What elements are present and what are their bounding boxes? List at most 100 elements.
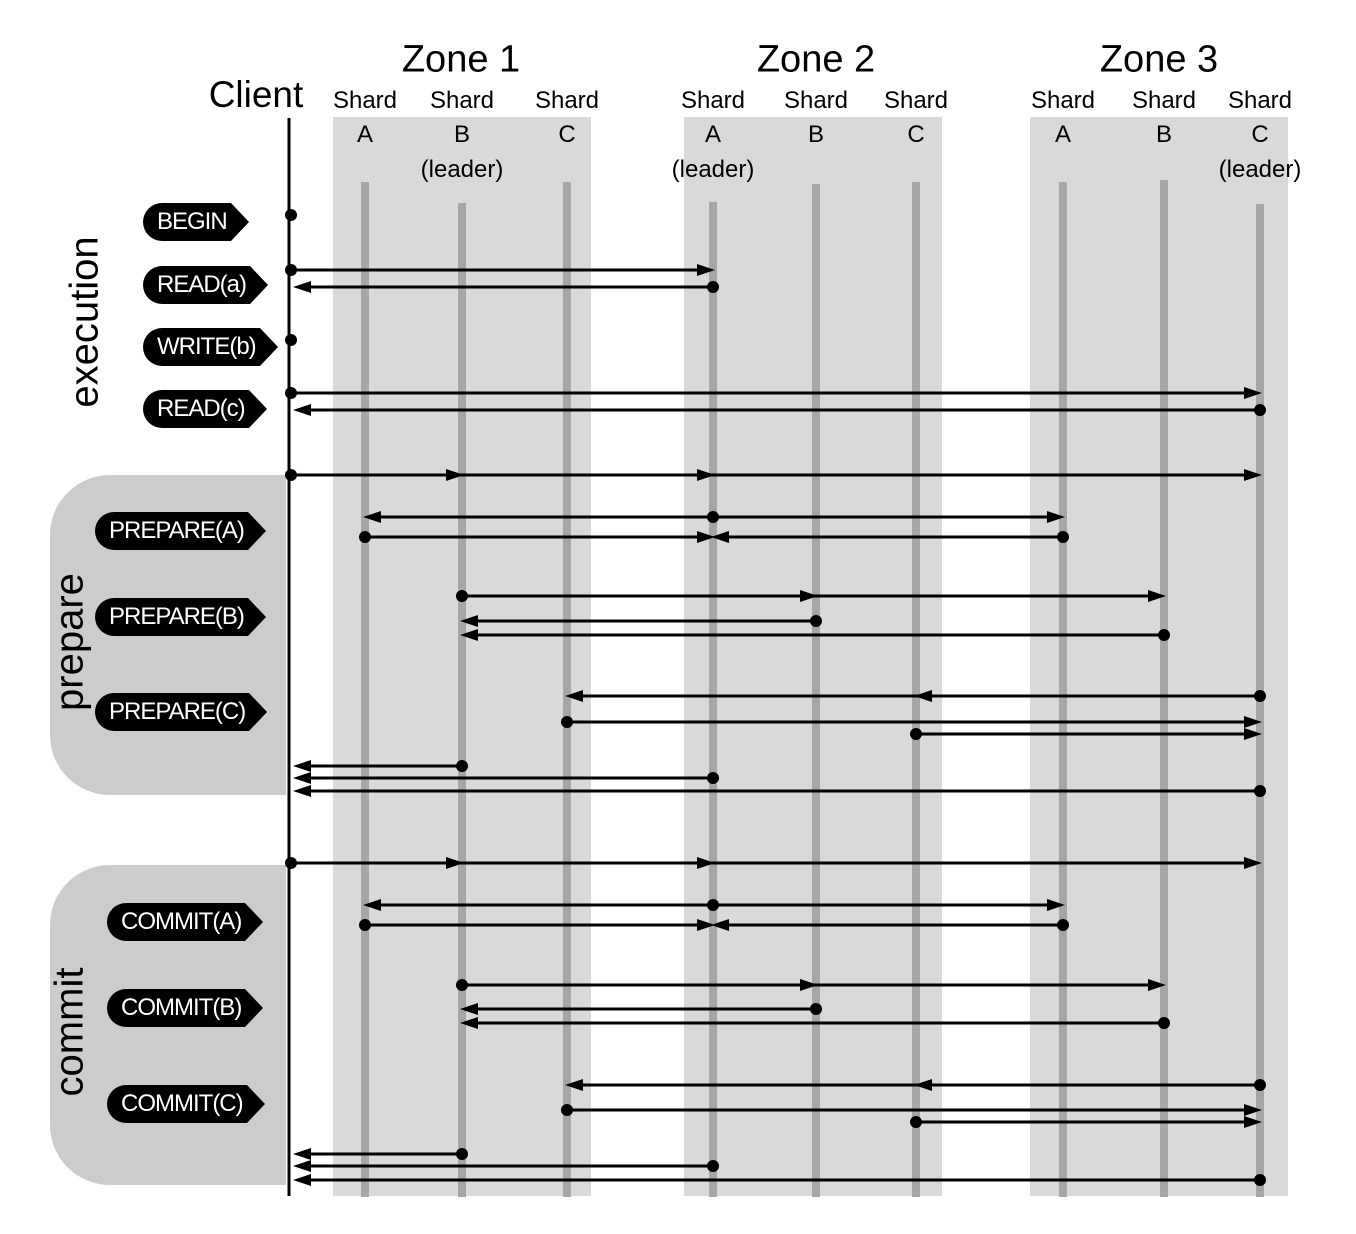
- message-origin-dot: [456, 760, 468, 772]
- shard-label: Shard: [883, 87, 949, 114]
- message-origin-dot: [285, 469, 297, 481]
- shard-id: B: [1155, 121, 1173, 148]
- zone-3-background: [1030, 117, 1288, 1196]
- shard-label: Shard: [534, 87, 600, 114]
- message-origin-dot: [285, 334, 297, 346]
- shard-id: C: [1251, 121, 1269, 148]
- arrowhead: [914, 1079, 932, 1091]
- arrowhead: [711, 531, 729, 543]
- message-origin-dot: [359, 531, 371, 543]
- operation-tag: PREPARE(B): [95, 598, 266, 636]
- shard-label: Shard: [429, 87, 495, 114]
- shard-id: C: [558, 121, 576, 148]
- shard-label: Shard: [1030, 87, 1096, 114]
- message-origin-dot: [285, 264, 297, 276]
- arrowhead: [565, 690, 583, 702]
- arrowhead: [1148, 979, 1166, 991]
- message-origin-dot: [456, 1148, 468, 1160]
- operation-tag: COMMIT(A): [107, 903, 264, 941]
- arrowhead: [293, 772, 311, 784]
- arrowhead: [293, 281, 311, 293]
- message-origin-dot: [456, 590, 468, 602]
- message-origin-dot: [707, 772, 719, 784]
- message-origin-dot: [456, 979, 468, 991]
- operation-tag: COMMIT(C): [107, 1085, 265, 1123]
- message-origin-dot: [810, 615, 822, 627]
- message-origin-dot: [707, 899, 719, 911]
- arrowhead: [460, 1003, 478, 1015]
- client-label: Client: [208, 74, 304, 115]
- arrowhead: [697, 919, 715, 931]
- arrowhead: [914, 690, 932, 702]
- shard-label: Shard: [1227, 87, 1293, 114]
- arrowhead: [293, 760, 311, 772]
- message-origin-dot: [1254, 690, 1266, 702]
- arrowhead: [711, 919, 729, 931]
- arrowhead: [363, 511, 381, 523]
- arrowhead: [293, 404, 311, 416]
- arrowhead: [1047, 511, 1065, 523]
- arrowhead: [697, 264, 715, 276]
- message-origin-dot: [910, 1116, 922, 1128]
- arrowhead: [460, 1017, 478, 1029]
- message-origin-dot: [561, 1104, 573, 1116]
- message-origin-dot: [1158, 1017, 1170, 1029]
- shard-label: Shard: [1131, 87, 1197, 114]
- zone-title: Zone 2: [756, 38, 876, 81]
- arrowhead: [1148, 590, 1166, 602]
- arrowhead: [293, 1160, 311, 1172]
- message-origin-dot: [1254, 404, 1266, 416]
- operation-tag: BEGIN: [143, 203, 249, 241]
- shard-id: C: [907, 121, 925, 148]
- operation-tag: READ(a): [143, 266, 269, 304]
- message-origin-dot: [359, 919, 371, 931]
- arrowhead: [1244, 716, 1262, 728]
- arrowhead: [460, 629, 478, 641]
- shard-id: A: [1054, 121, 1072, 148]
- arrowhead: [293, 785, 311, 797]
- operation-tag: COMMIT(B): [107, 989, 264, 1027]
- operation-tag: PREPARE(A): [95, 512, 266, 550]
- operation-tag: WRITE(b): [143, 328, 278, 366]
- message-origin-dot: [707, 1160, 719, 1172]
- arrowhead: [1047, 899, 1065, 911]
- arrowhead: [1244, 1104, 1262, 1116]
- leader-label: (leader): [420, 156, 504, 183]
- message-origin-dot: [1254, 785, 1266, 797]
- arrowhead: [293, 1174, 311, 1186]
- shard-id: A: [704, 121, 722, 148]
- arrowhead: [1244, 1116, 1262, 1128]
- arrowhead: [1244, 387, 1262, 399]
- message-origin-dot: [1254, 1174, 1266, 1186]
- arrowhead: [697, 531, 715, 543]
- shard-id: B: [807, 121, 825, 148]
- leader-label: (leader): [671, 156, 755, 183]
- shard-id: A: [356, 121, 374, 148]
- arrowhead: [1244, 857, 1262, 869]
- shard-label: Shard: [680, 87, 746, 114]
- arrowhead: [1244, 469, 1262, 481]
- message-origin-dot: [810, 1003, 822, 1015]
- message-origin-dot: [707, 511, 719, 523]
- arrowhead: [1244, 728, 1262, 740]
- operation-tag: PREPARE(C): [95, 693, 268, 731]
- message-origin-dot: [1057, 531, 1069, 543]
- message-origin-dot: [707, 281, 719, 293]
- zone-title: Zone 3: [1099, 38, 1219, 81]
- message-origin-dot: [1254, 1079, 1266, 1091]
- message-origin-dot: [1057, 919, 1069, 931]
- shard-label: Shard: [332, 87, 398, 114]
- zone-title: Zone 1: [401, 38, 521, 81]
- shard-label: Shard: [783, 87, 849, 114]
- message-origin-dot: [1158, 629, 1170, 641]
- message-origin-dot: [285, 209, 297, 221]
- shard-id: B: [453, 121, 471, 148]
- arrowhead: [460, 615, 478, 627]
- message-origin-dot: [910, 728, 922, 740]
- leader-label: (leader): [1218, 156, 1302, 183]
- arrowhead: [293, 1148, 311, 1160]
- operation-tag: READ(c): [143, 390, 267, 428]
- message-origin-dot: [285, 857, 297, 869]
